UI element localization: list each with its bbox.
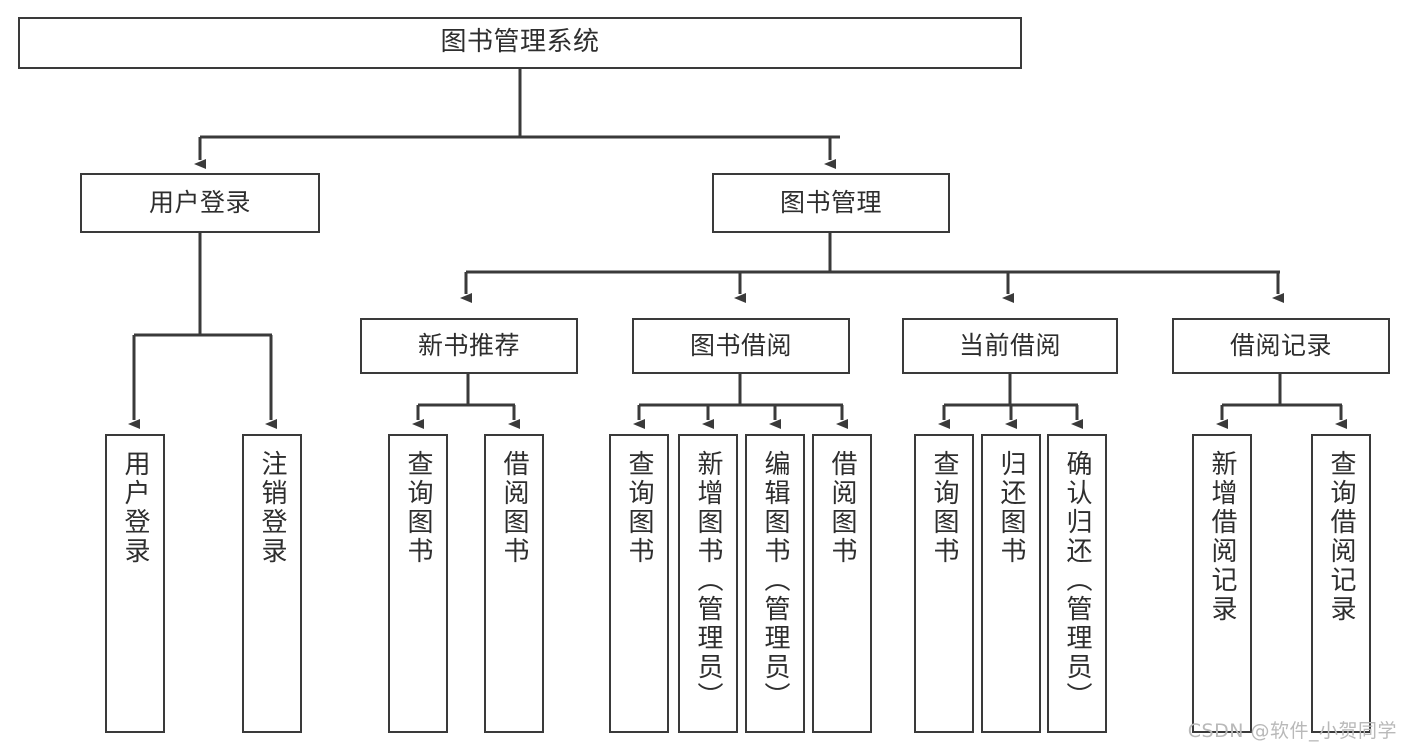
- node-label: 借阅图书: [499, 450, 529, 566]
- node-root-system[interactable]: 图书管理系统: [18, 17, 1022, 69]
- node-label: 用户登录: [120, 450, 150, 566]
- node-label: 编辑图书（管理员）: [760, 450, 790, 711]
- node-label: 新增借阅记录: [1207, 450, 1237, 624]
- leaf-borrow-borrow-book[interactable]: 借阅图书: [812, 434, 872, 733]
- node-book-borrow[interactable]: 图书借阅: [632, 318, 850, 374]
- node-user-login[interactable]: 用户登录: [80, 173, 320, 233]
- leaf-current-return-book[interactable]: 归还图书: [981, 434, 1041, 733]
- node-label: 图书借阅: [689, 330, 792, 360]
- node-label: 查询借阅记录: [1326, 450, 1356, 624]
- leaf-current-query-book[interactable]: 查询图书: [914, 434, 974, 733]
- node-label: 借阅图书: [827, 450, 857, 566]
- node-label: 当前借阅: [958, 330, 1061, 360]
- leaf-record-add-record[interactable]: 新增借阅记录: [1192, 434, 1252, 733]
- node-label: 用户登录: [148, 187, 251, 217]
- watermark-text: CSDN @软件_小贺同学: [1187, 720, 1397, 742]
- node-label: 借阅记录: [1229, 330, 1332, 360]
- leaf-new-book-borrow[interactable]: 借阅图书: [484, 434, 544, 733]
- leaf-borrow-edit-book-admin[interactable]: 编辑图书（管理员）: [745, 434, 805, 733]
- node-label: 查询图书: [403, 450, 433, 566]
- node-label: 新书推荐: [417, 330, 520, 360]
- node-label: 图书管理系统: [440, 27, 600, 58]
- node-label: 归还图书: [996, 450, 1026, 566]
- node-label: 查询图书: [624, 450, 654, 566]
- leaf-borrow-query-book[interactable]: 查询图书: [609, 434, 669, 733]
- leaf-record-query-record[interactable]: 查询借阅记录: [1311, 434, 1371, 733]
- node-label: 查询图书: [929, 450, 959, 566]
- node-label: 确认归还（管理员）: [1062, 450, 1092, 711]
- leaf-user-login-logout[interactable]: 注销登录: [242, 434, 302, 733]
- node-borrow-record[interactable]: 借阅记录: [1172, 318, 1390, 374]
- leaf-current-confirm-return-admin[interactable]: 确认归还（管理员）: [1047, 434, 1107, 733]
- node-new-book-recommend[interactable]: 新书推荐: [360, 318, 578, 374]
- node-label: 新增图书（管理员）: [693, 450, 723, 711]
- leaf-new-book-query[interactable]: 查询图书: [388, 434, 448, 733]
- leaf-user-login-login[interactable]: 用户登录: [105, 434, 165, 733]
- node-label: 图书管理: [779, 187, 882, 217]
- node-label: 注销登录: [257, 450, 287, 566]
- node-book-management[interactable]: 图书管理: [712, 173, 950, 233]
- leaf-borrow-add-book-admin[interactable]: 新增图书（管理员）: [678, 434, 738, 733]
- node-current-borrow[interactable]: 当前借阅: [902, 318, 1118, 374]
